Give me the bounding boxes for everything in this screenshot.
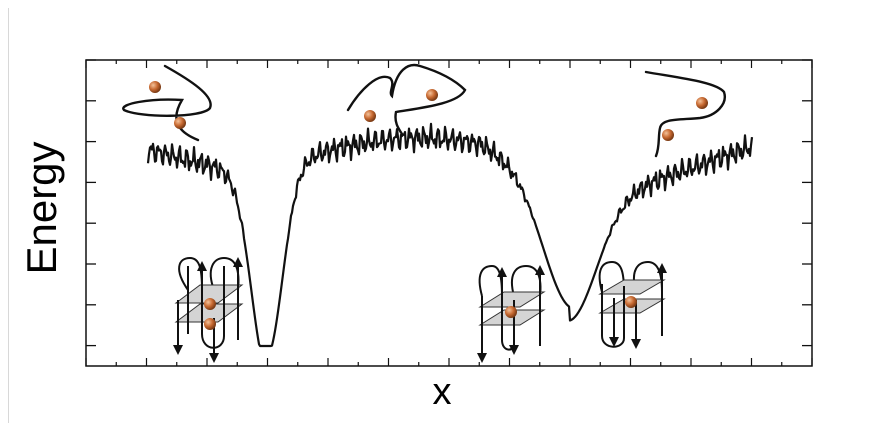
bead: [204, 318, 216, 330]
bead: [696, 97, 708, 109]
energy-curve: [146, 122, 754, 348]
left-border-rule: [8, 8, 9, 423]
y-axis-ticks: [86, 59, 812, 347]
bead: [174, 117, 186, 129]
unfolded-chain-left: [122, 64, 212, 142]
bead: [426, 89, 438, 101]
x-axis-ticks: [85, 60, 813, 366]
bead: [149, 81, 161, 93]
unfolded-chain-right: [644, 70, 726, 158]
bead: [505, 306, 517, 318]
x-axis-label: x: [433, 371, 452, 413]
bead: [625, 296, 637, 308]
folded-state-left: [173, 256, 244, 363]
bead: [364, 110, 376, 122]
bead: [662, 129, 674, 141]
y-axis-label: Energy: [18, 141, 65, 274]
unfolded-chain-middle: [346, 63, 467, 136]
bead: [204, 298, 216, 310]
folded-state-middle: [477, 264, 546, 363]
folded-state-right: [598, 260, 667, 349]
